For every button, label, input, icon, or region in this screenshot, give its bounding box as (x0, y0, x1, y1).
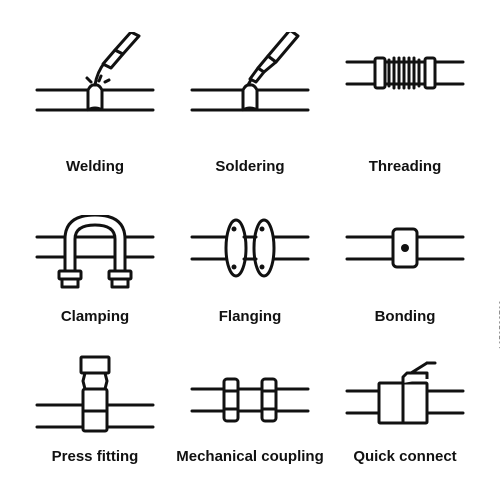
clamping-label: Clamping (60, 308, 130, 325)
welding-icon (35, 32, 155, 112)
flanging-icon (190, 218, 310, 278)
press-fitting-label: Press fitting (51, 448, 139, 465)
flanging-label: Flanging (218, 308, 282, 325)
bonding-cell: Bonding (330, 190, 480, 325)
quick-connect-cell: Quick connect (330, 330, 480, 465)
press-fitting-cell: Press fitting (20, 330, 170, 465)
flanging-cell: Flanging (175, 190, 325, 325)
clamping-icon (35, 215, 155, 289)
bonding-label: Bonding (374, 308, 436, 325)
soldering-cell: Soldering (175, 32, 325, 175)
threading-label: Threading (368, 158, 442, 175)
quick-connect-label: Quick connect (353, 448, 457, 465)
mechanical-coupling-cell: Mechanical coupling (175, 330, 325, 465)
press-fitting-icon (35, 355, 155, 433)
threading-icon (345, 56, 465, 90)
threading-cell: Threading (330, 40, 480, 175)
mechanical-coupling-icon (190, 377, 310, 423)
welding-label: Welding (65, 158, 125, 175)
soldering-label: Soldering (215, 158, 285, 175)
bonding-icon (345, 227, 465, 269)
welding-cell: Welding (20, 32, 170, 175)
soldering-icon (190, 32, 310, 112)
clamping-cell: Clamping (20, 190, 170, 325)
mechanical-coupling-label: Mechanical coupling (176, 448, 324, 465)
quick-connect-icon (345, 361, 465, 425)
